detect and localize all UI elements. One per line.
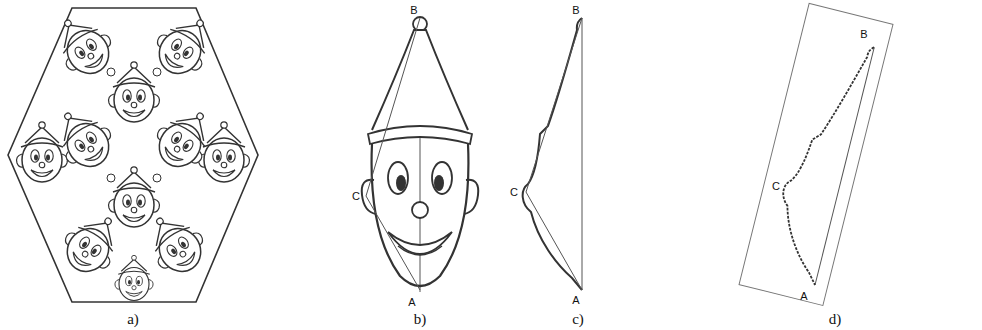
panel-caption: b) [414,312,427,327]
point-label: A [800,291,807,302]
panel-caption: d) [829,312,842,327]
point-label: B [860,29,867,40]
point-label: C [510,187,518,198]
point-label: C [772,181,780,192]
rotated-outline [739,3,893,305]
point-label: A [572,295,579,306]
panel-caption: c) [572,312,584,327]
clown-face [362,17,479,292]
point-label: C [352,191,360,202]
panel-caption: a) [127,312,139,327]
point-label: B [572,5,579,16]
point-label: B [410,5,417,16]
point-label: A [408,297,415,308]
tessellation [8,6,258,302]
half-outline [523,18,582,290]
